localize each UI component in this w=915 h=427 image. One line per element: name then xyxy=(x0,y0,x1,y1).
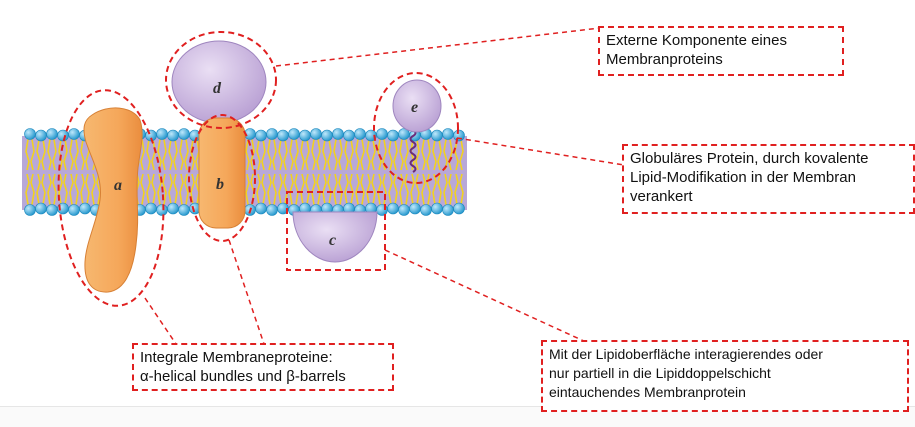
lipid-head xyxy=(179,205,190,216)
lipid-head xyxy=(36,203,47,214)
lipid-head xyxy=(344,130,355,141)
lipid-head xyxy=(377,129,388,140)
connector-a xyxy=(145,298,176,344)
lipid-head xyxy=(410,203,421,214)
protein-c: c xyxy=(293,212,377,262)
lipid-head xyxy=(432,130,443,141)
protein-a-letter: a xyxy=(114,177,122,194)
lipid-head xyxy=(421,205,432,216)
lipid-head xyxy=(432,203,443,214)
label-integral-proteins: Integrale Membraneproteine: α-helical bu… xyxy=(132,343,394,391)
lipid-head xyxy=(47,129,58,140)
lipid-head xyxy=(388,203,399,214)
lipid-head xyxy=(399,205,410,216)
lipid-head xyxy=(36,130,47,141)
lipid-head xyxy=(69,129,80,140)
connector-d xyxy=(276,28,600,66)
lipid-head xyxy=(146,203,157,214)
label-external-component: Externe Komponente eines Membranproteins xyxy=(598,26,844,76)
protein-d: d xyxy=(172,41,266,123)
label-globular-protein: Globuläres Protein, durch kovalente Lipi… xyxy=(622,144,915,214)
lipid-head xyxy=(355,129,366,140)
lipid-head xyxy=(256,203,267,214)
lipid-head xyxy=(267,205,278,216)
label-external-line-1: Externe Komponente eines xyxy=(606,31,836,50)
label-globular-line-2: Lipid-Modifikation in der Membran xyxy=(630,168,907,187)
label-external-line-2: Membranproteins xyxy=(606,50,836,69)
protein-b-letter: b xyxy=(216,176,224,193)
lipid-head xyxy=(80,203,91,214)
lipid-head xyxy=(157,205,168,216)
label-surface-line-3: eintauchendes Membranprotein xyxy=(549,383,901,402)
label-surface-line-1: Mit der Lipidoberfläche interagierendes … xyxy=(549,345,901,364)
label-surface-protein: Mit der Lipidoberfläche interagierendes … xyxy=(541,340,909,412)
lipid-head xyxy=(289,129,300,140)
lipid-head xyxy=(157,129,168,140)
lipid-head xyxy=(256,130,267,141)
label-integral-line-2: α-helical bundles und β-barrels xyxy=(140,367,386,386)
lipid-head xyxy=(311,129,322,140)
connector-b xyxy=(229,240,264,344)
label-globular-line-3: verankert xyxy=(630,187,907,206)
connector-c xyxy=(385,250,586,342)
lipid-head xyxy=(454,203,465,214)
label-globular-line-1: Globuläres Protein, durch kovalente xyxy=(630,149,907,168)
lipid-head xyxy=(267,129,278,140)
protein-b: b xyxy=(199,118,245,228)
lipid-head xyxy=(333,129,344,140)
lipid-head xyxy=(25,129,36,140)
lipid-head xyxy=(179,129,190,140)
lipid-head xyxy=(168,130,179,141)
lipid-head xyxy=(47,205,58,216)
connector-e xyxy=(457,138,624,165)
protein-c-letter: c xyxy=(329,232,336,249)
protein-e-letter: e xyxy=(411,99,418,116)
lipid-head xyxy=(58,130,69,141)
label-integral-line-1: Integrale Membraneproteine: xyxy=(140,348,386,367)
lipid-head xyxy=(443,205,454,216)
lipid-head xyxy=(454,130,465,141)
lipid-head xyxy=(388,130,399,141)
lipid-head xyxy=(300,130,311,141)
lipid-head xyxy=(25,205,36,216)
lipid-head xyxy=(443,129,454,140)
lipid-head xyxy=(322,130,333,141)
label-surface-line-2: nur partiell in die Lipiddoppelschicht xyxy=(549,364,901,383)
lipid-head xyxy=(69,205,80,216)
protein-d-letter: d xyxy=(213,80,222,97)
lipid-head xyxy=(278,130,289,141)
lipid-head xyxy=(168,203,179,214)
